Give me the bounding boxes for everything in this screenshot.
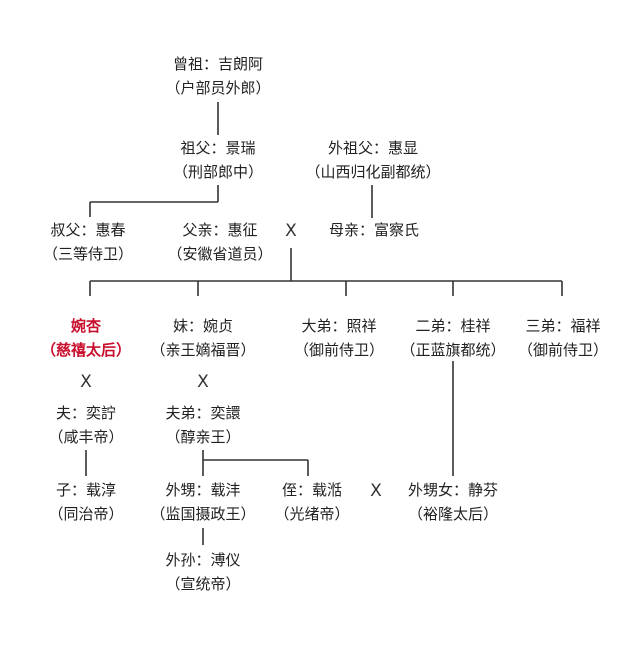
person-fuqin: 父亲：惠征 （安徽省道员）	[167, 218, 272, 266]
person-title: （三等侍卫）	[42, 245, 134, 263]
person-role: 婉杏	[70, 317, 102, 335]
person-title: （慈禧太后）	[40, 341, 132, 359]
person-wanxing: 婉杏 （慈禧太后）	[41, 314, 131, 362]
person-waizufu: 外祖父：惠显 （山西归化副都统）	[305, 136, 440, 184]
person-role: 三弟：福祥	[525, 317, 601, 335]
person-role: 侄：载湉	[281, 481, 343, 499]
person-role: 外孙：溥仪	[165, 551, 241, 569]
person-role: 夫：奕詝	[55, 404, 117, 422]
person-title: （醇亲王）	[165, 428, 241, 446]
person-title: （同治帝）	[48, 505, 124, 523]
person-role: 外甥女：静芬	[407, 481, 499, 499]
person-mei: 妹：婉贞 （亲王嫡福晋）	[150, 314, 255, 362]
person-muqin: 母亲：富察氏	[329, 218, 419, 242]
person-role: 外甥：载沣	[165, 481, 241, 499]
marriage-symbol-wanxing: X	[80, 372, 92, 392]
person-title: （山西归化副都统）	[305, 163, 441, 181]
person-title: （御前侍卫）	[517, 341, 609, 359]
person-role: 子：载淳	[55, 481, 117, 499]
person-zhi: 侄：载湉 （光绪帝）	[274, 478, 349, 526]
person-title: （监国摄政王）	[150, 505, 256, 523]
person-role: 妹：婉贞	[172, 317, 234, 335]
person-role: 父亲：惠征	[182, 221, 258, 239]
marriage-symbol-parents: X	[285, 221, 297, 241]
person-title: （光绪帝）	[274, 505, 350, 523]
person-fu: 夫：奕詝 （咸丰帝）	[48, 401, 123, 449]
person-title: （御前侍卫）	[293, 341, 385, 359]
person-role: 叔父：惠春	[50, 221, 126, 239]
person-zengzu: 曾祖：吉朗阿 （户部员外郎）	[165, 52, 270, 100]
person-title: （咸丰帝）	[48, 428, 124, 446]
person-title: （正蓝旗都统）	[400, 341, 506, 359]
person-title: （刑部郎中）	[172, 163, 264, 181]
person-role: 母亲：富察氏	[328, 221, 420, 239]
person-waishengnv: 外甥女：静芬 （裕隆太后）	[408, 478, 498, 526]
person-title: （安徽省道员）	[167, 245, 273, 263]
person-role: 夫弟：奕譞	[165, 404, 241, 422]
person-title: （宣统帝）	[165, 575, 241, 593]
person-waisun: 外孙：溥仪 （宣统帝）	[165, 548, 240, 596]
marriage-symbol-zhi: X	[370, 481, 382, 501]
person-sandi: 三弟：福祥 （御前侍卫）	[518, 314, 608, 362]
person-title: （亲王嫡福晋）	[150, 341, 256, 359]
person-role: 曾祖：吉朗阿	[172, 55, 264, 73]
person-role: 祖父：景瑞	[180, 139, 256, 157]
person-dadi: 大弟：照祥 （御前侍卫）	[294, 314, 384, 362]
person-role: 外祖父：惠显	[327, 139, 419, 157]
person-zufu: 祖父：景瑞 （刑部郎中）	[173, 136, 263, 184]
person-role: 二弟：桂祥	[415, 317, 491, 335]
person-title: （户部员外郎）	[165, 79, 271, 97]
marriage-symbol-mei: X	[197, 372, 209, 392]
person-title: （裕隆太后）	[407, 505, 499, 523]
person-erdi: 二弟：桂祥 （正蓝旗都统）	[400, 314, 505, 362]
person-shufu: 叔父：惠春 （三等侍卫）	[43, 218, 133, 266]
person-zi: 子：载淳 （同治帝）	[48, 478, 123, 526]
person-role: 大弟：照祥	[301, 317, 377, 335]
person-waisheng: 外甥：载沣 （监国摄政王）	[150, 478, 255, 526]
person-fudi: 夫弟：奕譞 （醇亲王）	[165, 401, 240, 449]
